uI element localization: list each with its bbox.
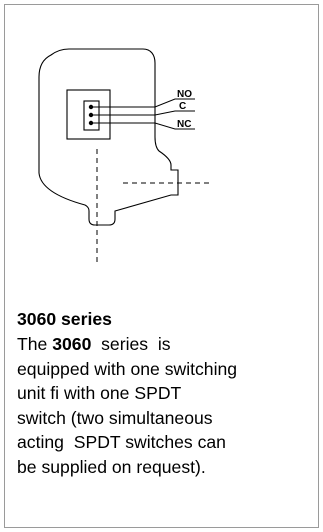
description-line-1-post: series is [91, 334, 171, 354]
switch-housing-outline [38, 48, 179, 226]
series-description: 3060 series The 3060 series is equipped … [17, 306, 319, 479]
series-title: 3060 series [17, 309, 112, 329]
terminal-dot-c [88, 112, 94, 118]
wire-nc [93, 122, 195, 130]
description-line-1-pre: The [17, 334, 53, 354]
terminal-dot-no [88, 104, 94, 110]
description-line-3: unit fi with one SPDT [17, 383, 182, 403]
label-nc: NC [177, 119, 191, 130]
wire-no [93, 98, 195, 108]
description-line-2: equipped with one switching [17, 358, 238, 379]
wire-c [93, 110, 195, 116]
product-panel: NO C NC 3060 series The 3060 series is e… [4, 4, 319, 528]
label-c: C [179, 101, 186, 112]
terminal-dot-nc [88, 120, 94, 126]
switch-wiring-diagram: NO C NC [38, 48, 210, 263]
description-line-5: acting SPDT switches can [17, 432, 226, 452]
label-no: NO [177, 89, 192, 100]
description-line-4: switch (two simultaneous [17, 407, 213, 428]
series-number-bold: 3060 [52, 334, 92, 354]
description-line-1: The 3060 series is [17, 332, 319, 357]
description-line-6: be supplied on request). [17, 456, 206, 477]
